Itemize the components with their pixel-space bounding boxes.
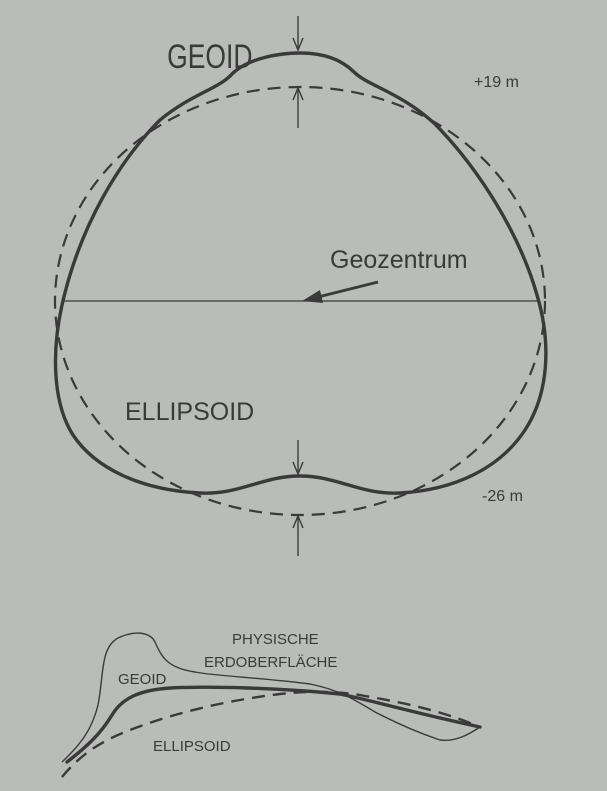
surface-label-line1: PHYSISCHE — [232, 631, 319, 648]
top-deviation-arrows — [292, 16, 304, 128]
ellipsoid-outline — [53, 85, 547, 517]
top-deviation-label: +19 m — [474, 74, 519, 91]
geoid-title: GEOID — [167, 38, 252, 76]
surface-label-line2: ERDOBERFLÄCHE — [204, 654, 337, 671]
main-figure: GEOID ELLIPSOID Geozentrum +19 m -26 m — [53, 16, 548, 556]
bottom-deviation-arrows — [292, 440, 304, 556]
detail-geoid-label: GEOID — [118, 671, 167, 688]
detail-ellipsoid-label: ELLIPSOID — [153, 738, 231, 755]
ellipsoid-title: ELLIPSOID — [125, 398, 254, 426]
geocenter-arrow — [302, 280, 379, 303]
bottom-deviation-label: -26 m — [482, 488, 523, 505]
detail-ellipsoid-line — [61, 690, 481, 778]
detail-geoid-line — [65, 685, 482, 764]
detail-figure: PHYSISCHE ERDOBERFLÄCHE GEOID ELLIPSOID — [61, 631, 482, 778]
geoid-outline — [53, 51, 548, 495]
geocenter-label: Geozentrum — [330, 246, 468, 274]
physical-surface-line — [61, 632, 481, 763]
